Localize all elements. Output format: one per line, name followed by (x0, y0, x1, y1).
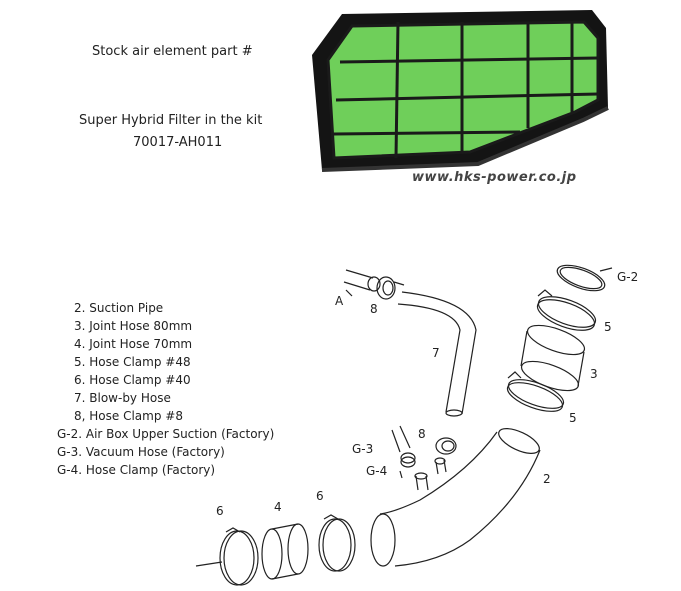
air-filter-image (312, 10, 609, 172)
callout-5-top: 5 (604, 320, 612, 334)
callout-7: 7 (432, 346, 440, 360)
list-item: G-2. Air Box Upper Suction (Factory) (57, 427, 275, 441)
hybrid-filter-label: Super Hybrid Filter in the kit (79, 113, 263, 128)
list-item: 3. Joint Hose 80mm (74, 319, 193, 333)
callout-g4: G-4 (366, 464, 388, 478)
callout-4: 4 (274, 500, 282, 514)
callout-g3: G-3 (352, 442, 374, 456)
list-item: 8, Hose Clamp #8 (74, 409, 183, 423)
callout-3: 3 (590, 367, 598, 381)
part-number: 70017-AH011 (133, 135, 223, 150)
stock-element-label: Stock air element part # (92, 44, 253, 59)
list-item: 6. Hose Clamp #40 (74, 373, 191, 387)
list-item: 2. Suction Pipe (74, 301, 164, 315)
watermark: www.hks-power.co.jp (412, 170, 577, 185)
callout-a: A (335, 294, 344, 308)
list-item: G-3. Vacuum Hose (Factory) (57, 445, 225, 459)
callout-g2: G-2 (617, 270, 639, 284)
callout-5-mid: 5 (569, 411, 577, 425)
parts-lineart (195, 264, 613, 586)
list-item: 7. Blow-by Hose (74, 391, 171, 405)
list-item: G-4. Hose Clamp (Factory) (57, 463, 216, 477)
callout-8-mid: 8 (418, 427, 426, 441)
callout-6-left: 6 (216, 504, 224, 518)
parts-list: 2. Suction Pipe 3. Joint Hose 80mm 4. Jo… (57, 299, 274, 479)
callout-8-top: 8 (370, 302, 378, 316)
callout-2: 2 (543, 472, 551, 486)
list-item: 5. Hose Clamp #48 (74, 355, 191, 369)
list-item: 4. Joint Hose 70mm (74, 337, 193, 351)
callout-6-right: 6 (316, 489, 324, 503)
